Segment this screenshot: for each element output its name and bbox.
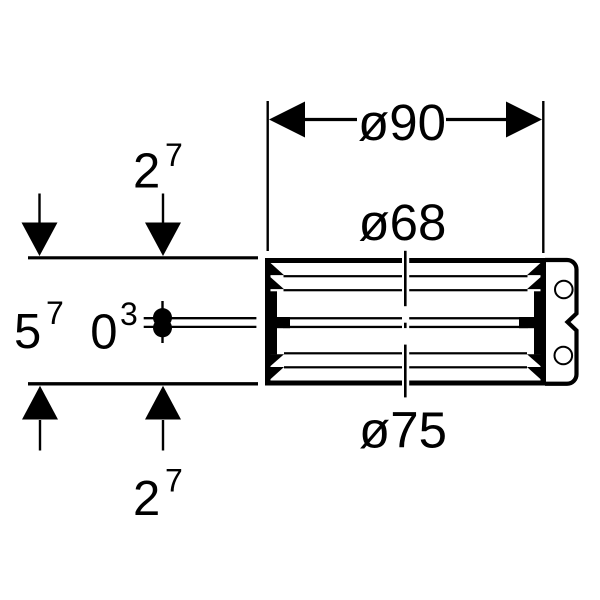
svg-text:7: 7 xyxy=(46,295,64,331)
svg-text:2: 2 xyxy=(133,472,160,526)
svg-text:7: 7 xyxy=(165,463,183,499)
svg-text:ø75: ø75 xyxy=(359,402,447,459)
svg-text:2: 2 xyxy=(133,145,160,199)
svg-text:7: 7 xyxy=(165,137,183,173)
svg-text:ø68: ø68 xyxy=(358,194,446,251)
svg-text:0: 0 xyxy=(90,306,117,360)
svg-text:ø90: ø90 xyxy=(358,94,446,151)
svg-text:3: 3 xyxy=(120,296,138,332)
svg-text:5: 5 xyxy=(14,305,41,359)
